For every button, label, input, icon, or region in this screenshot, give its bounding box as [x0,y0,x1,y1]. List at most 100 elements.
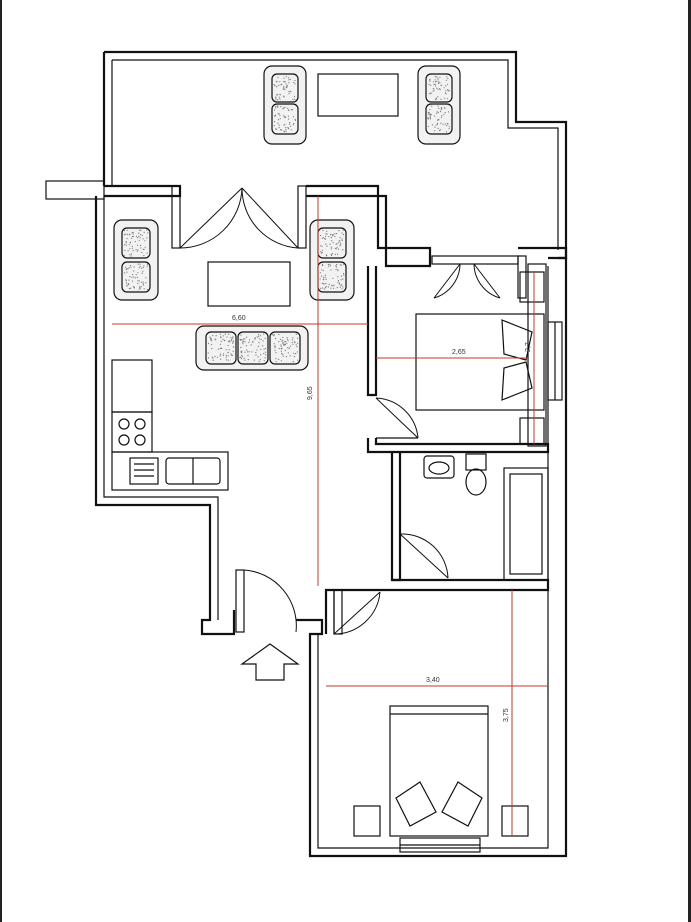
upholstery-stipple [273,343,275,345]
upholstery-stipple [289,345,292,347]
upholstery-stipple [330,237,332,239]
upholstery-stipple [284,123,286,125]
upholstery-stipple [336,232,338,235]
upholstery-stipple [224,339,226,341]
upholstery-stipple [258,335,260,337]
upholstery-stipple [246,336,248,338]
upholstery-stipple [138,280,140,282]
upholstery-stipple [342,272,345,275]
dimension-label-living: 6,60 [232,315,246,322]
upholstery-stipple [140,281,142,283]
fridge [111,359,153,413]
upholstery-stipple [280,350,282,352]
upholstery-stipple [131,232,133,234]
upholstery-stipple [337,281,339,283]
upholstery-stipple [322,270,324,272]
upholstery-stipple [228,333,230,335]
upholstery-stipple [240,334,242,336]
upholstery-stipple [216,356,219,358]
upholstery-stipple [430,84,432,86]
upholstery-stipple [230,353,232,355]
upholstery-stipple [207,342,210,345]
bathroom-fixtures [423,453,487,496]
upholstery-stipple [245,345,247,347]
upholstery-stipple [429,117,431,119]
upholstery-stipple [124,272,126,274]
upholstery-stipple [279,118,281,120]
upholstery-stipple [240,346,242,349]
upholstery-stipple [429,109,431,111]
upholstery-stipple [337,248,340,250]
upholstery-stipple [336,264,338,266]
upholstery-stipple [320,251,322,253]
upholstery-stipple [130,255,132,257]
upholstery-stipple [124,249,126,252]
door-swing [241,187,299,249]
upholstery-stipple [444,97,446,99]
upholstery-stipple [330,234,332,236]
upholstery-stipple [288,118,290,120]
upholstery-stipple [275,105,277,108]
balcony-table [317,73,399,117]
upholstery-stipple [331,234,333,236]
upholstery-stipple [435,85,437,87]
upholstery-stipple [132,233,134,235]
nightstand [501,805,529,837]
upholstery-stipple [447,89,449,91]
upholstery-stipple [334,233,336,235]
upholstery-stipple [335,268,337,270]
upholstery-stipple [321,282,323,284]
wardrobe [527,263,547,447]
upholstery-stipple [342,234,344,236]
upholstery-stipple [135,274,137,276]
upholstery-stipple [146,252,148,254]
upholstery-stipple [428,93,430,95]
upholstery-stipple [337,242,339,244]
upholstery-stipple [434,79,436,81]
upholstery-stipple [244,338,246,340]
upholstery-stipple [340,279,342,281]
upholstery-stipple [130,242,132,244]
upholstery-stipple [342,229,344,231]
upholstery-stipple [330,248,332,250]
upholstery-stipple [292,124,294,126]
upholstery-stipple [212,357,214,359]
upholstery-stipple [290,109,292,111]
upholstery-stipple [437,127,439,130]
upholstery-stipple [293,356,295,358]
upholstery-stipple [338,230,340,232]
upholstery-stipple [439,129,442,131]
upholstery-stipple [258,360,260,362]
upholstery-stipple [222,338,224,340]
upholstery-stipple [293,123,295,125]
upholstery-stipple [336,246,338,249]
upholstery-stipple [275,96,277,98]
upholstery-stipple [328,236,330,238]
upholstery-stipple [222,353,225,355]
washbasin [423,455,455,479]
upholstery-stipple [284,88,286,91]
upholstery-stipple [126,284,128,286]
upholstery-stipple [262,345,264,347]
upholstery-stipple [209,336,211,338]
upholstery-stipple [146,289,148,291]
bedroom1-furniture [415,271,545,445]
doors [179,187,501,635]
upholstery-stipple [285,340,287,343]
upholstery-stipple [333,287,335,289]
upholstery-stipple [333,284,335,286]
upholstery-stipple [137,282,139,285]
upholstery-stipple [437,79,439,81]
upholstery-stipple [219,353,222,355]
upholstery-stipple [341,284,343,286]
upholstery-stipple [124,244,126,246]
upholstery-stipple [440,84,442,86]
upholstery-stipple [445,93,447,95]
upholstery-stipple [296,346,298,348]
upholstery-stipple [142,281,144,283]
upholstery-stipple [132,231,134,233]
upholstery-stipple [281,340,283,342]
upholstery-stipple [342,278,344,280]
upholstery-stipple [289,123,291,125]
upholstery-stipple [248,351,250,353]
